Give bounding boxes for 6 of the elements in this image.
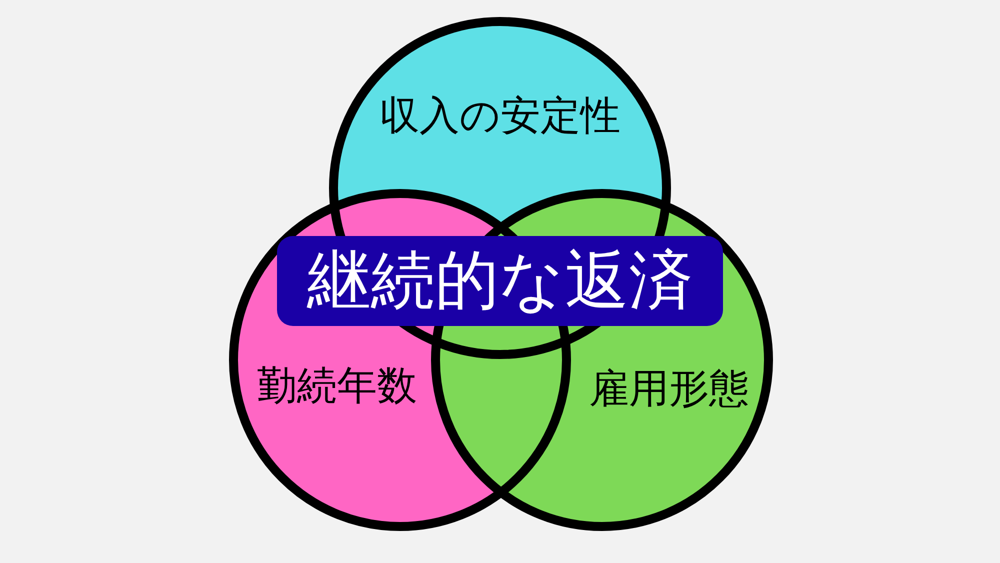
title-banner [277, 236, 723, 326]
banner-text: 継続的な返済 [307, 246, 693, 316]
venn-circle [431, 189, 773, 531]
category-label: 雇用形態 [589, 367, 749, 411]
category-label: 収入の安定性 [380, 94, 620, 138]
category-label: 勤続年数 [257, 364, 417, 408]
